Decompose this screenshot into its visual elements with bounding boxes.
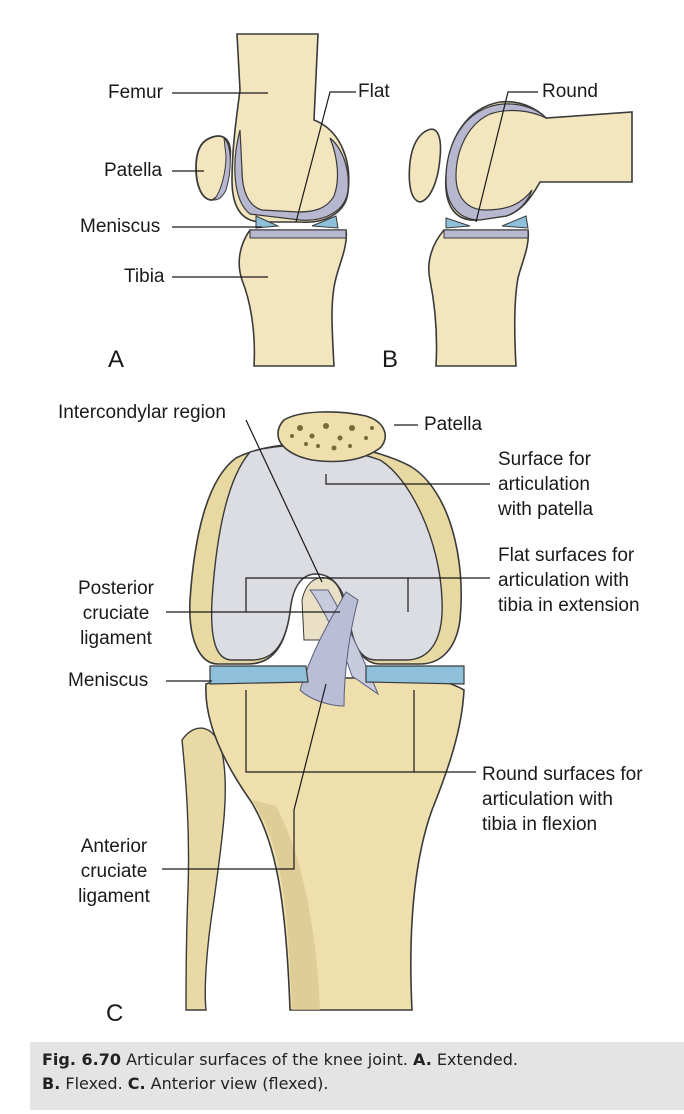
- label-flat: Flat: [358, 81, 390, 102]
- meniscus-c-right: [365, 665, 465, 685]
- meniscus-right-b: [501, 215, 529, 229]
- label-patella-c: Patella: [424, 414, 483, 435]
- label-patella-ab: Patella: [104, 160, 163, 181]
- caption-a-key: A.: [413, 1050, 432, 1069]
- label-flat-surfaces: Flat surfaces for articulation with tibi…: [498, 545, 640, 616]
- caption-c-key: C.: [127, 1074, 146, 1093]
- caption-fig-label: Fig. 6.70: [42, 1050, 121, 1069]
- label-surface-for-patella: Surface for articulation with patella: [498, 449, 594, 520]
- anterior-cruciate: [299, 591, 359, 707]
- label-anterior-cruciate: Anterior cruciate ligament: [78, 836, 150, 907]
- femur-a: [231, 33, 350, 223]
- leader-lines-ab: [172, 91, 538, 278]
- patella-c: [277, 411, 387, 463]
- femur-cartilage-b: [445, 103, 547, 221]
- panel-label-b: B: [382, 346, 399, 373]
- knee-illustration: [162, 33, 633, 1011]
- femur-cartilage-a: [234, 129, 349, 221]
- leader-lines-c: [162, 419, 490, 870]
- label-posterior-cruciate: Posterior cruciate ligament: [77, 578, 155, 649]
- tibia-cartilage-a: [249, 229, 347, 239]
- label-femur: Femur: [108, 82, 163, 103]
- figure-caption: Fig. 6.70 Articular surfaces of the knee…: [30, 1042, 684, 1110]
- meniscus-c-left: [209, 665, 309, 685]
- meniscus-right-a: [311, 215, 339, 229]
- panel-b-diagram: [408, 100, 633, 367]
- panel-label-c: C: [106, 1000, 124, 1027]
- caption-b-text: Flexed.: [65, 1074, 123, 1093]
- label-intercondylar-region: Intercondylar region: [58, 402, 226, 423]
- tibia-c: [205, 675, 465, 1011]
- panel-a-diagram: [195, 33, 350, 367]
- caption-line-2: B. Flexed. C. Anterior view (flexed).: [42, 1072, 672, 1096]
- label-round: Round: [542, 81, 598, 102]
- tibia-shading: [252, 800, 320, 1010]
- panel-c-diagram: [181, 411, 465, 1011]
- tibia-cartilage-b: [443, 229, 529, 239]
- label-meniscus-ab: Meniscus: [80, 216, 161, 237]
- patella-cartilage-a: [212, 136, 231, 201]
- label-round-surfaces: Round surfaces for articulation with tib…: [482, 764, 643, 835]
- caption-line-1: Fig. 6.70 Articular surfaces of the knee…: [42, 1048, 672, 1072]
- caption-a-text: Extended.: [436, 1050, 518, 1069]
- meniscus-left-b: [445, 217, 471, 229]
- caption-title: Articular surfaces of the knee joint.: [126, 1050, 408, 1069]
- meniscus-left-a: [255, 215, 280, 229]
- panel-label-a: A: [108, 346, 125, 373]
- label-meniscus-c: Meniscus: [68, 670, 149, 691]
- caption-c-text: Anterior view (flexed).: [150, 1074, 329, 1093]
- caption-b-key: B.: [42, 1074, 61, 1093]
- tibia-b: [428, 229, 530, 367]
- patella-trabecular: [290, 423, 374, 451]
- label-tibia: Tibia: [124, 266, 165, 287]
- tibia-a: [238, 229, 348, 367]
- patella-b: [408, 128, 442, 203]
